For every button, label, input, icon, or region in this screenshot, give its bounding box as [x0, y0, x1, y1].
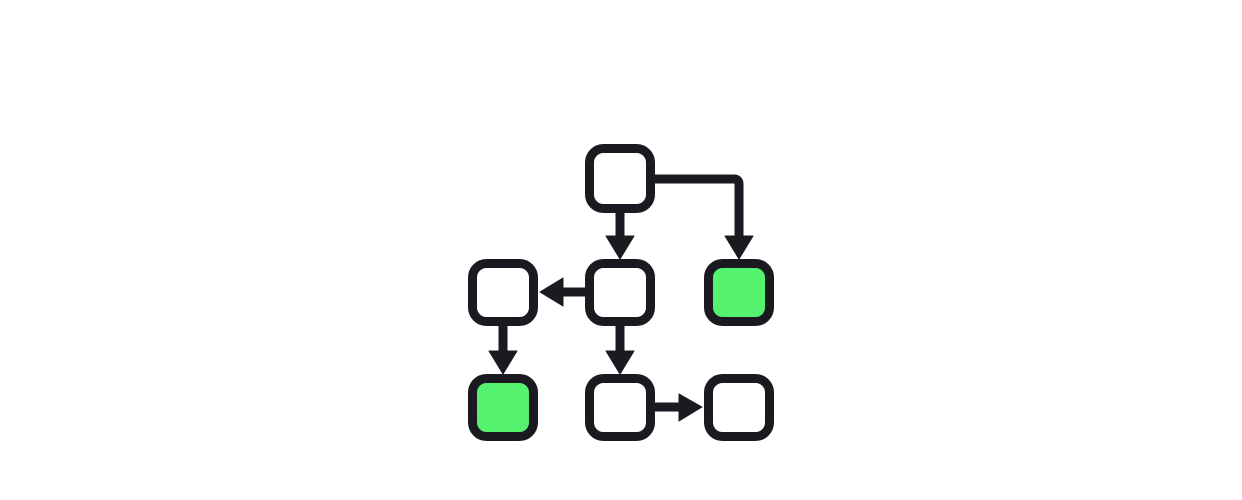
node-box[interactable]	[704, 259, 774, 326]
edge-line	[655, 174, 744, 239]
edge-e-top-to-mid-right	[655, 174, 754, 260]
node-n-mid-center[interactable]	[585, 259, 655, 326]
edge-layer	[488, 174, 754, 422]
node-n-top[interactable]	[585, 144, 655, 213]
arrowhead-icon	[678, 393, 703, 422]
node-n-bot-center[interactable]	[585, 374, 655, 441]
edge-e-mid-center-to-mid-left	[539, 277, 585, 307]
node-n-bot-left[interactable]	[468, 374, 538, 441]
node-n-mid-right[interactable]	[704, 259, 774, 326]
node-box[interactable]	[585, 374, 655, 441]
node-layer	[468, 144, 774, 441]
node-box[interactable]	[468, 259, 538, 326]
arrowhead-icon	[539, 277, 564, 307]
node-box[interactable]	[468, 374, 538, 441]
node-n-mid-left[interactable]	[468, 259, 538, 326]
edge-e-mid-left-to-bot-left	[488, 326, 518, 375]
arrowhead-icon	[605, 235, 635, 260]
edge-e-mid-center-to-bot-center	[605, 326, 635, 375]
node-box[interactable]	[585, 144, 655, 213]
edge-e-top-to-mid-center	[605, 213, 635, 260]
arrowhead-icon	[724, 235, 754, 260]
edge-e-bot-center-to-bot-right	[655, 393, 703, 422]
node-box[interactable]	[585, 259, 655, 326]
arrowhead-icon	[605, 350, 635, 375]
node-n-bot-right[interactable]	[704, 374, 774, 441]
node-box[interactable]	[704, 374, 774, 441]
arrowhead-icon	[488, 350, 518, 375]
